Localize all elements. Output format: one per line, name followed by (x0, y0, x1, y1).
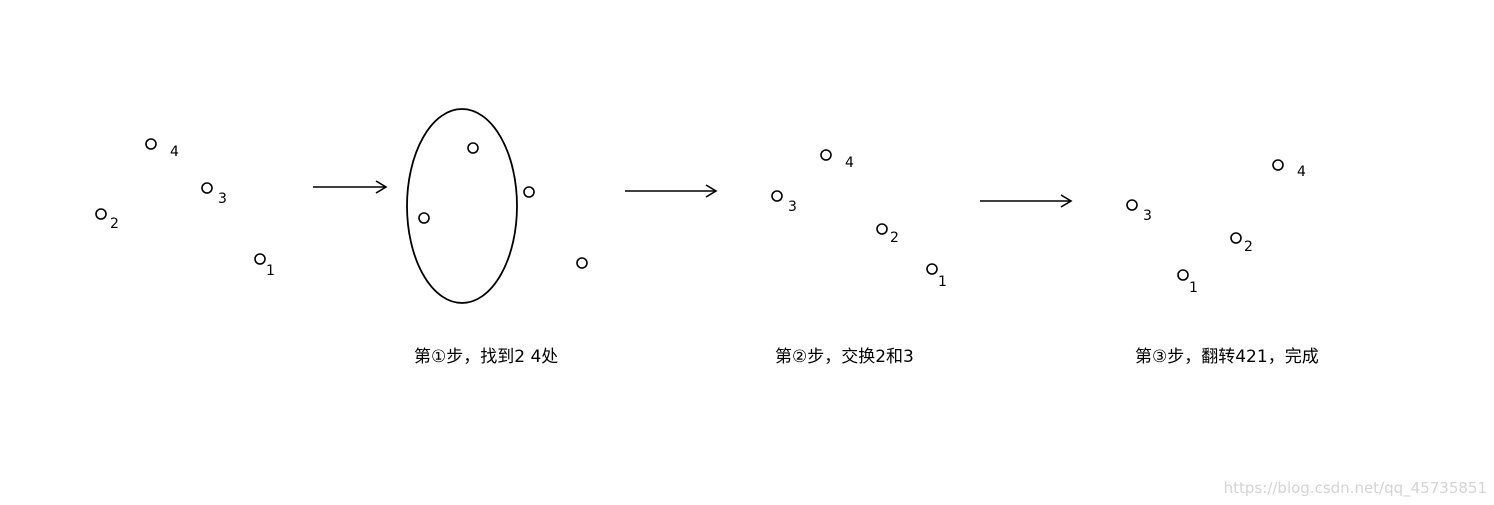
selection-ellipse (406, 108, 518, 304)
point-label-4: 4 (1297, 164, 1306, 180)
stage-step-1: 第①步，找到2 4处 (406, 108, 588, 367)
point-label-1: 1 (266, 263, 275, 279)
point-2 (1230, 232, 1242, 244)
caption-step-1: 第①步，找到2 4处 (414, 347, 558, 367)
point-d (576, 257, 588, 269)
arrow-3 (980, 194, 1073, 208)
point-label-3: 3 (788, 199, 797, 215)
point-1 (926, 263, 938, 275)
caption-step-3: 第③步，翻转421，完成 (1135, 347, 1319, 367)
point-a (467, 142, 479, 154)
point-1 (254, 253, 266, 265)
point-3 (201, 182, 213, 194)
point-label-1: 1 (1189, 280, 1198, 296)
point-1 (1177, 269, 1189, 281)
watermark: https://blog.csdn.net/qq_45735851 (1224, 479, 1487, 498)
point-label-4: 4 (170, 144, 179, 160)
point-3 (771, 190, 783, 202)
point-label-2: 2 (110, 216, 119, 232)
point-4 (820, 149, 832, 161)
point-label-1: 1 (938, 274, 947, 290)
point-label-2: 2 (1244, 239, 1253, 255)
arrow-1 (313, 180, 388, 194)
point-c (523, 186, 535, 198)
point-2 (876, 223, 888, 235)
point-b (418, 212, 430, 224)
arrow-2 (625, 184, 718, 198)
point-label-3: 3 (1143, 208, 1152, 224)
point-label-3: 3 (218, 191, 227, 207)
point-2 (95, 208, 107, 220)
point-4 (1272, 159, 1284, 171)
stage-step-2: 4 3 2 1 第②步，交换2和3 (771, 149, 947, 367)
caption-step-2: 第②步，交换2和3 (775, 347, 914, 367)
point-3 (1126, 199, 1138, 211)
point-label-2: 2 (890, 230, 899, 246)
point-label-4: 4 (845, 155, 854, 171)
point-4 (145, 138, 157, 150)
stage-initial: 4 3 2 1 (95, 138, 275, 279)
stage-step-3: 4 3 2 1 第③步，翻转421，完成 (1126, 159, 1319, 367)
